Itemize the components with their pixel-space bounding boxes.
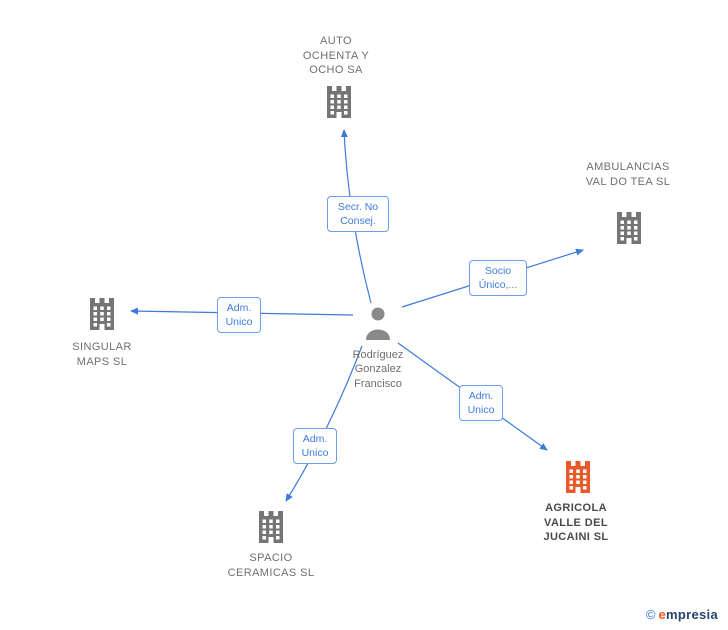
company-label-agricola: AGRICOLA VALLE DEL JUCAINI SL <box>543 502 609 544</box>
company-node-auto-ochenta[interactable] <box>324 86 354 118</box>
edge-label-adm-unico-spacio: Adm. Unico <box>293 428 337 465</box>
building-icon <box>87 298 117 335</box>
edge-label-adm-unico-singular: Adm. Unico <box>217 297 261 334</box>
company-label-ambulancias: AMBULANCIAS VAL DO TEA SL <box>585 161 671 188</box>
edge-label-socio-unico: Socio Único,... <box>469 260 527 297</box>
building-icon <box>614 212 644 249</box>
company-label-singular-maps: SINGULAR MAPS SL <box>72 341 132 368</box>
person-label: Rodríguez Gonzalez Francisco <box>352 349 404 390</box>
company-node-ambulancias[interactable] <box>614 212 644 244</box>
person-icon <box>363 306 393 345</box>
company-node-agricola[interactable] <box>563 461 593 493</box>
copyright-symbol: © <box>645 607 656 622</box>
empresia-logo[interactable]: ©empresia <box>646 607 718 622</box>
edge-label-secr-no-consej: Secr. No Consej. <box>327 196 389 233</box>
building-icon <box>563 461 593 498</box>
building-icon <box>324 86 354 123</box>
company-label-auto-ochenta: AUTO OCHENTA Y OCHO SA <box>302 35 370 77</box>
company-label-spacio: SPACIO CERAMICAS SL <box>227 552 315 579</box>
building-icon <box>256 511 286 548</box>
person-node[interactable] <box>363 306 393 340</box>
brand-text: empresia <box>658 607 718 622</box>
company-node-singular-maps[interactable] <box>87 298 117 330</box>
company-node-spacio[interactable] <box>256 511 286 543</box>
edge-label-adm-unico-agricola: Adm. Unico <box>459 385 503 422</box>
